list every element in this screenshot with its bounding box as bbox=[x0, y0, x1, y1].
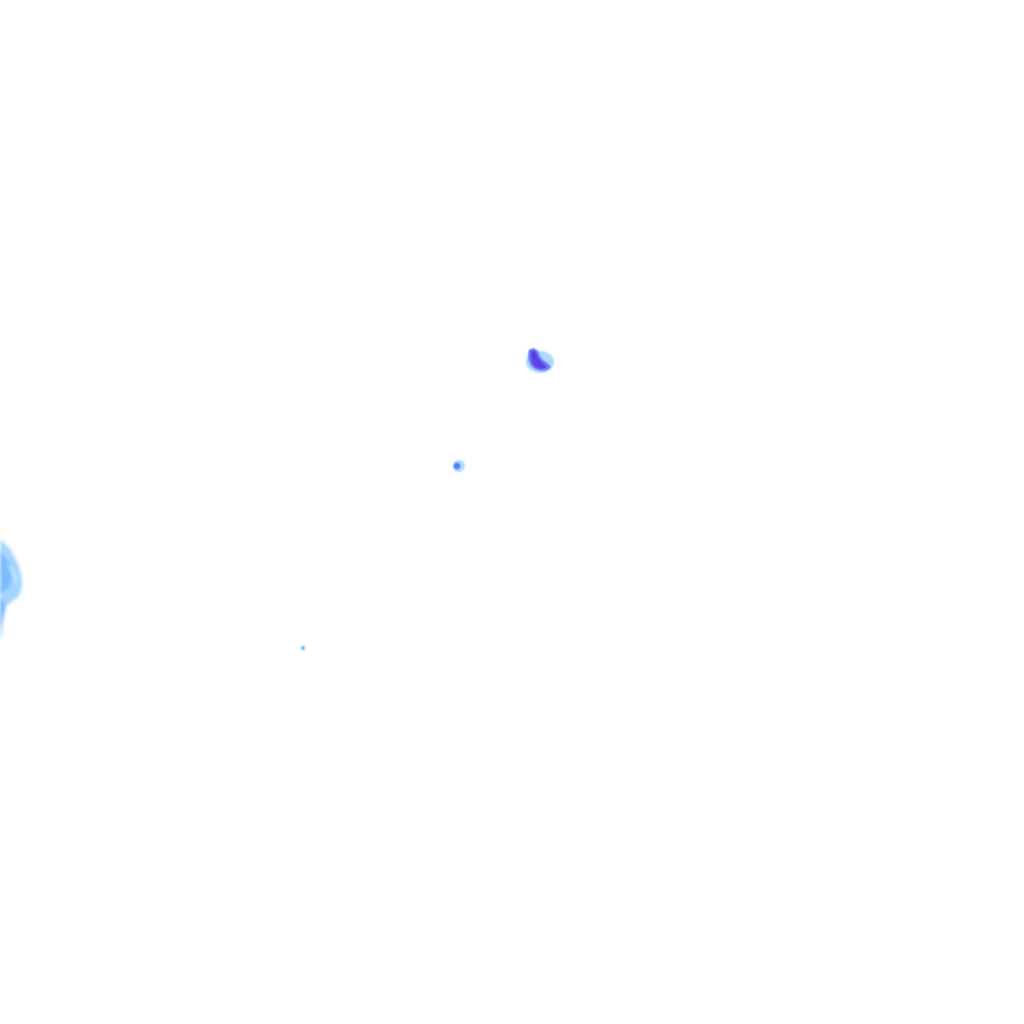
radar-echo-central-cell bbox=[526, 348, 554, 373]
radar-echo-small-cell bbox=[453, 460, 469, 472]
radar-echo-speck bbox=[301, 646, 305, 650]
radar-echo-west-edge-band bbox=[0, 540, 22, 640]
